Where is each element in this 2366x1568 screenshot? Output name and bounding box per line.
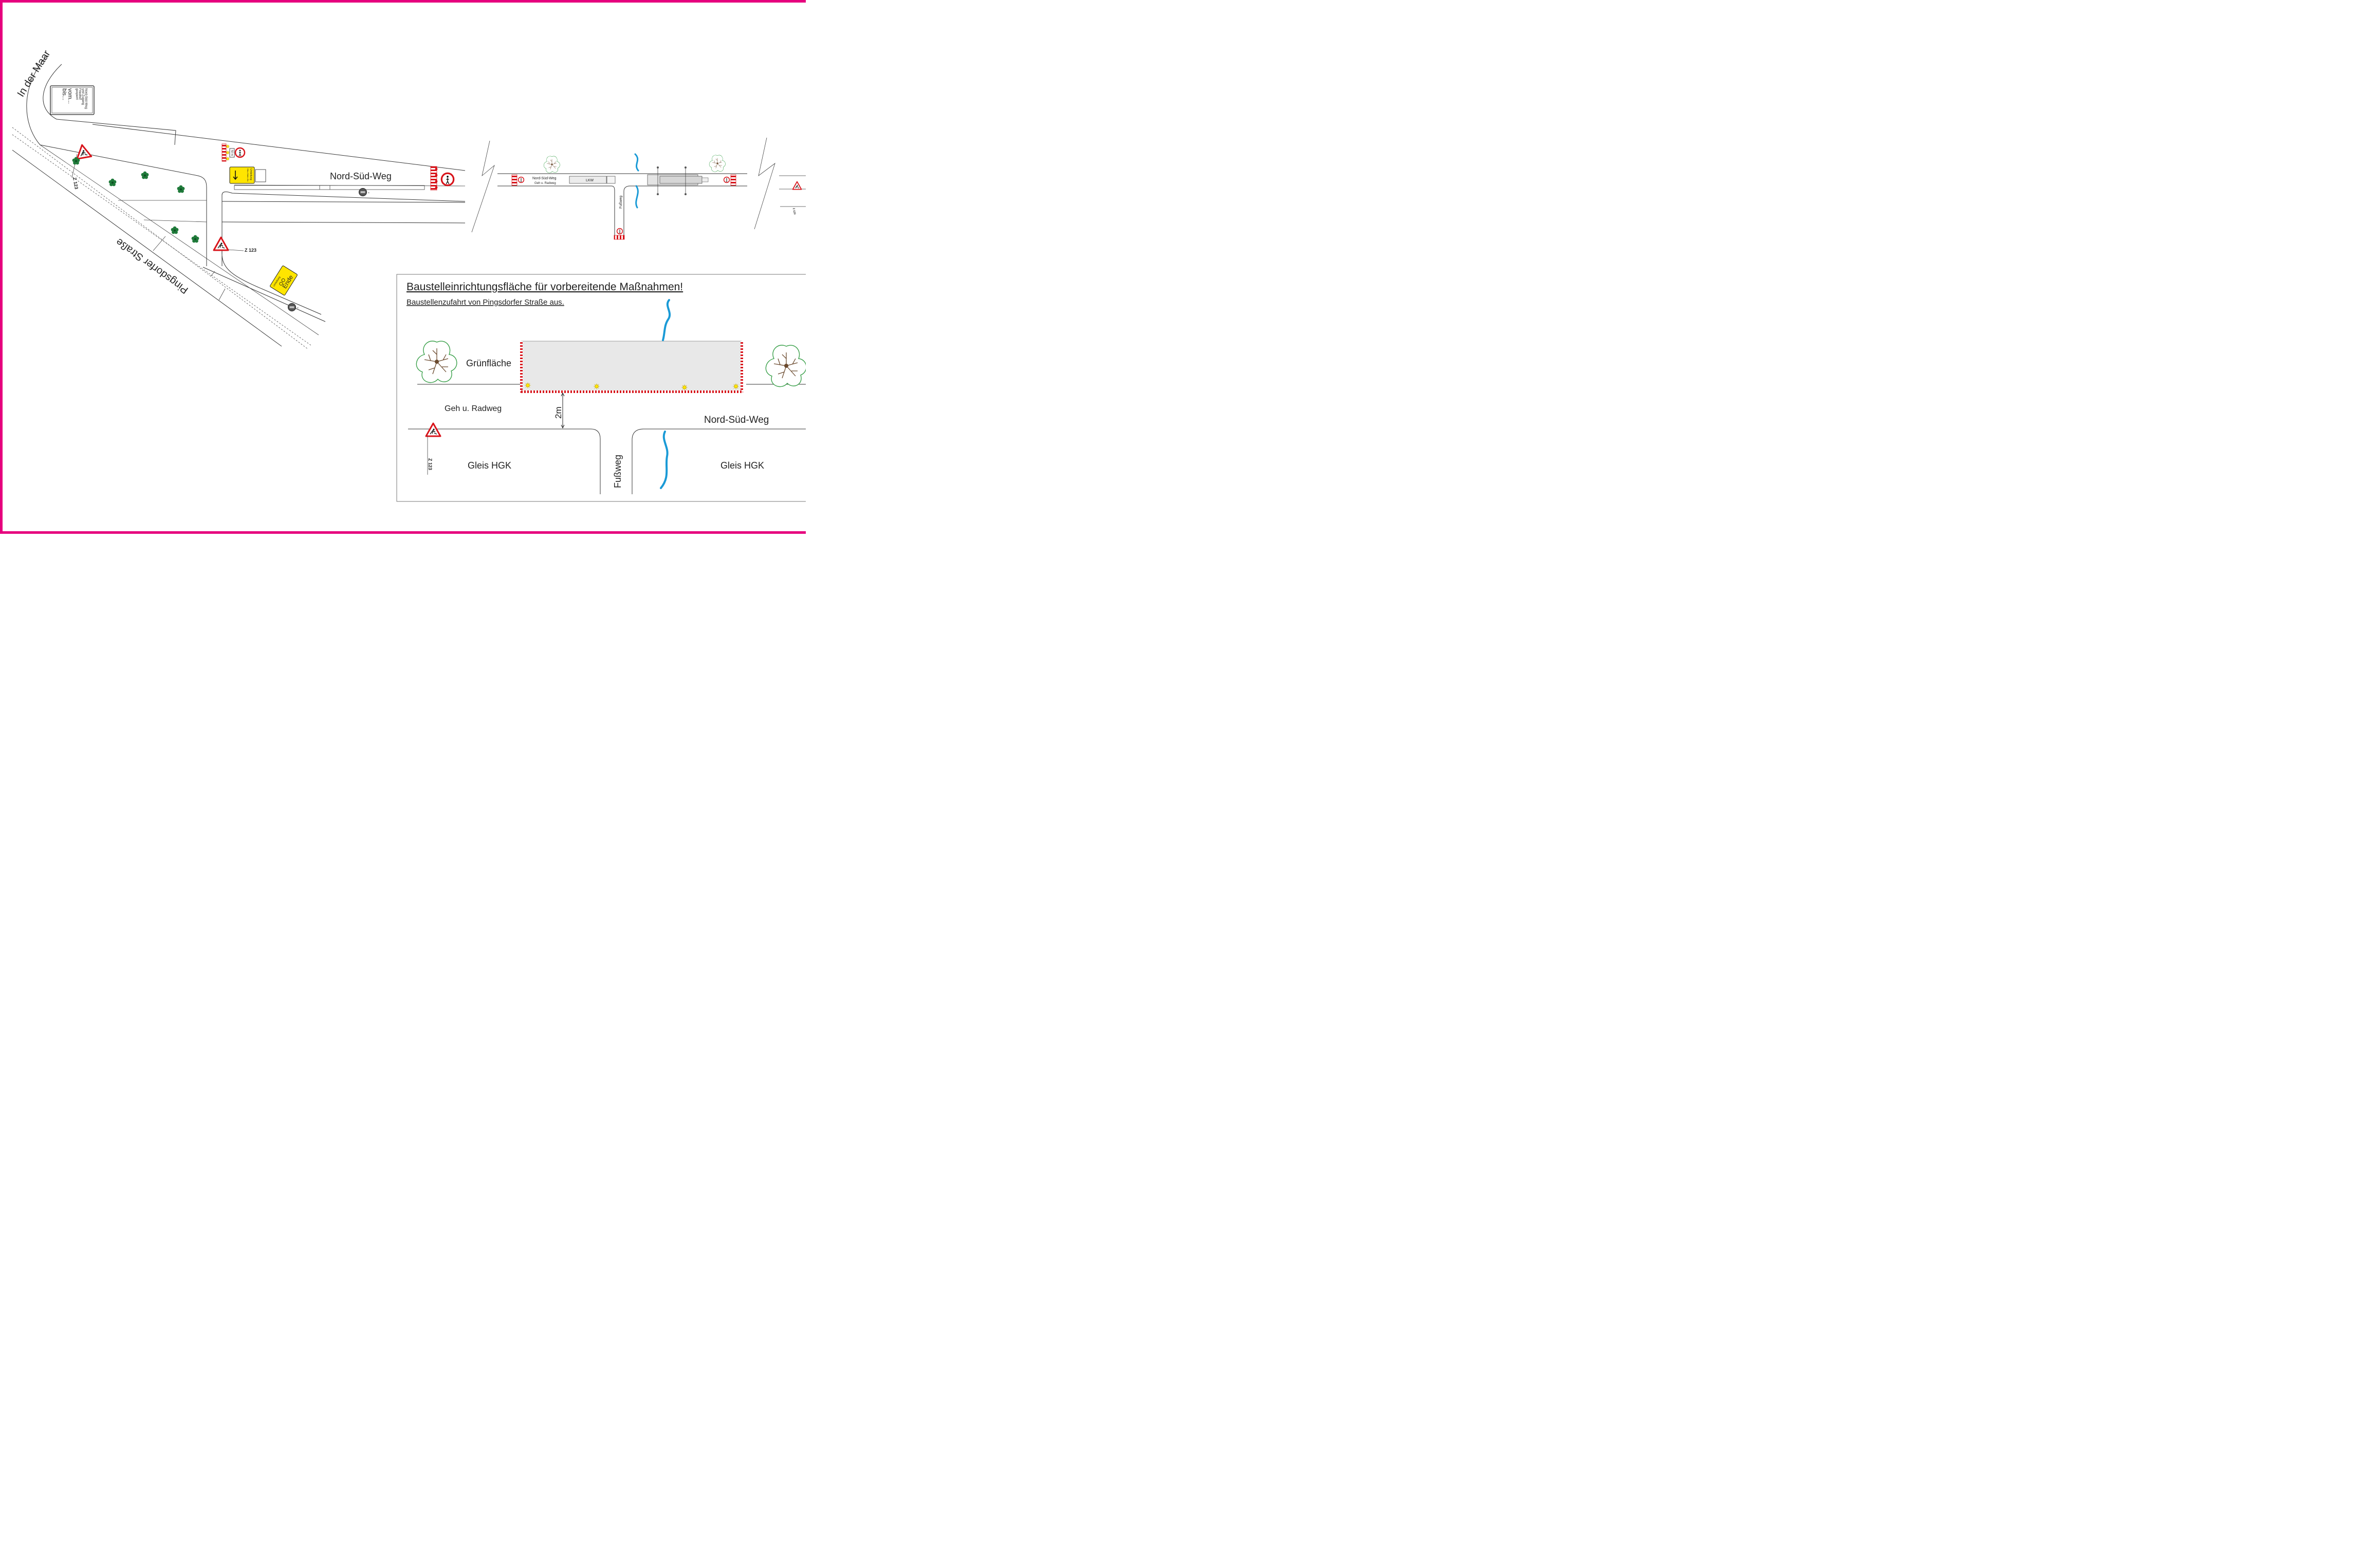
site-fence-left <box>520 341 523 393</box>
strip-label-fussweg: Fußweg <box>619 196 623 209</box>
crossing-line-1 <box>153 236 166 251</box>
strip-label-z123: Z 123 <box>792 208 796 215</box>
strip-road-bottom-left <box>497 185 615 239</box>
water-line <box>635 185 639 209</box>
info-sign-line-3: Friedhof <box>78 88 81 100</box>
detour-sign: Umleitung Otto-Hahn-Str. <box>229 166 266 184</box>
rail-line <box>221 221 466 223</box>
speed-plate <box>229 148 235 158</box>
manhole-icon <box>288 303 299 311</box>
access-road-right-edge <box>221 191 466 266</box>
nord-sued-weg-top-edge <box>92 124 466 171</box>
label-geh-radweg: Geh u. Radweg <box>445 404 502 413</box>
info-sign-line-5: vom... <box>67 88 73 104</box>
no-pedestrian-sign-icon <box>440 172 455 186</box>
site-fence-right <box>741 341 743 393</box>
no-pedestrian-sign-icon <box>234 147 246 158</box>
site-equipment-hitch <box>701 177 709 182</box>
site-plan: × In der Maar Pingsdorfer Straße N <box>0 0 808 534</box>
detail-road-edge-left <box>408 428 601 494</box>
label-speed-plate: 50 m <box>230 150 233 156</box>
in-der-maar-road-left-edge <box>26 55 48 145</box>
label-pingsdorfer-strasse: Pingsdorfer Straße <box>114 236 191 295</box>
in-der-maar-road-right-edge <box>43 64 62 120</box>
roadworks-sign-icon <box>74 143 93 160</box>
tree-icon <box>177 185 185 193</box>
label-nord-sued-weg: Nord-Süd-Weg <box>330 171 392 181</box>
site-fence-bottom <box>521 390 743 393</box>
strip-partial-lines <box>779 175 806 207</box>
barrier-icon <box>614 235 625 240</box>
parking-lot-edge <box>56 119 176 145</box>
crossing-line-3 <box>218 288 226 301</box>
tree-icon <box>543 156 560 173</box>
pingsdorfer-road-edge-b <box>202 267 326 322</box>
green-area-boundary <box>40 144 207 266</box>
tree-icon <box>141 171 149 179</box>
pingsdorfer-road-edge-a <box>12 150 282 347</box>
label-2m: 2m <box>553 406 563 419</box>
lighting-masts <box>657 167 686 194</box>
label-gleis-left: Gleis HGK <box>468 460 511 471</box>
access-road-curve <box>221 250 322 315</box>
label-in-der-maar: In der Maar <box>15 48 53 99</box>
no-pedestrian-sign-icon <box>616 228 623 235</box>
sign-pointer <box>228 249 244 251</box>
label-detail-nord-sued-weg: Nord-Süd-Weg <box>704 415 769 425</box>
label-detail-z123: Z 123 <box>428 458 433 470</box>
barrier-icon <box>430 166 438 191</box>
roadworks-sign-icon <box>213 236 229 251</box>
water-line <box>660 431 669 489</box>
tree-icon <box>108 178 117 186</box>
site-area <box>521 341 742 393</box>
water-line <box>634 153 639 172</box>
ende-sign: Umleitung Ende <box>270 265 298 296</box>
label-z123-a: Z 123 <box>72 177 79 190</box>
detail-title: Baustelleinrichtungsfläche für vorbereit… <box>406 281 683 293</box>
strip-plan: Nord-Süd-Weg Geh u. Radweg LKW Fußweg Z … <box>471 137 806 240</box>
detail-road-edge-right <box>632 428 806 494</box>
track-dashed-a <box>12 127 309 350</box>
cut-line-left <box>471 140 495 233</box>
info-sign-line-6: bis... <box>61 88 67 100</box>
info-sign-line-1: Nord-Süd-Weg <box>84 88 87 109</box>
barrier-icon <box>730 174 736 186</box>
strip-label-nord-sued-weg: Nord-Süd-Weg <box>532 177 557 180</box>
strip-road-bottom-right <box>623 185 747 239</box>
tree-icon <box>171 226 179 234</box>
track-edge <box>40 144 319 335</box>
lkw-vehicle <box>569 176 607 184</box>
tree-icon <box>709 155 726 172</box>
label-fussweg: Fußweg <box>613 455 623 488</box>
label-gleis-right: Gleis HGK <box>720 460 764 471</box>
barrier-icon <box>511 174 517 186</box>
tree-icon <box>191 235 199 243</box>
site-plan-drawing: × In der Maar Pingsdorfer Straße N <box>12 48 808 502</box>
lkw-cab <box>606 176 616 184</box>
green-area-line-2 <box>143 219 207 222</box>
cut-line-right <box>754 137 775 230</box>
no-pedestrian-sign-icon <box>517 176 525 183</box>
site-equipment-trailer <box>659 176 703 184</box>
water-line <box>662 299 671 341</box>
strip-label-geh-radweg: Geh u. Radweg <box>534 182 556 185</box>
strip-label-lkw: LKW <box>586 179 594 182</box>
label-z123-b: Z 123 <box>245 248 256 253</box>
curb-strip <box>234 185 425 190</box>
curb-joints <box>319 185 330 190</box>
nord-sued-weg-lower-edge <box>221 201 466 203</box>
barrier-icon <box>221 143 227 162</box>
roadworks-sign-icon <box>792 181 802 190</box>
label-gruenflaeche: Grünfläche <box>466 358 511 368</box>
detail-subtitle: Baustellenzufahrt von Pingsdorfer Straße… <box>406 298 564 307</box>
track-dashed-b <box>12 134 311 346</box>
info-sign-line-4: gesperrt <box>75 88 78 100</box>
info-sign-line-2: und Zugang <box>81 88 84 105</box>
detail-panel: Baustelleinrichtungsfläche für vorbereit… <box>396 274 808 502</box>
info-sign: Nord-Süd-Weg und Zugang Friedhof gesperr… <box>50 85 95 115</box>
no-pedestrian-sign-icon <box>723 176 730 183</box>
detour-sign-sub: Otto-Hahn-Str. <box>247 169 249 182</box>
detour-sign-text: Umleitung <box>249 169 252 180</box>
crossing-line-2 <box>210 271 215 277</box>
